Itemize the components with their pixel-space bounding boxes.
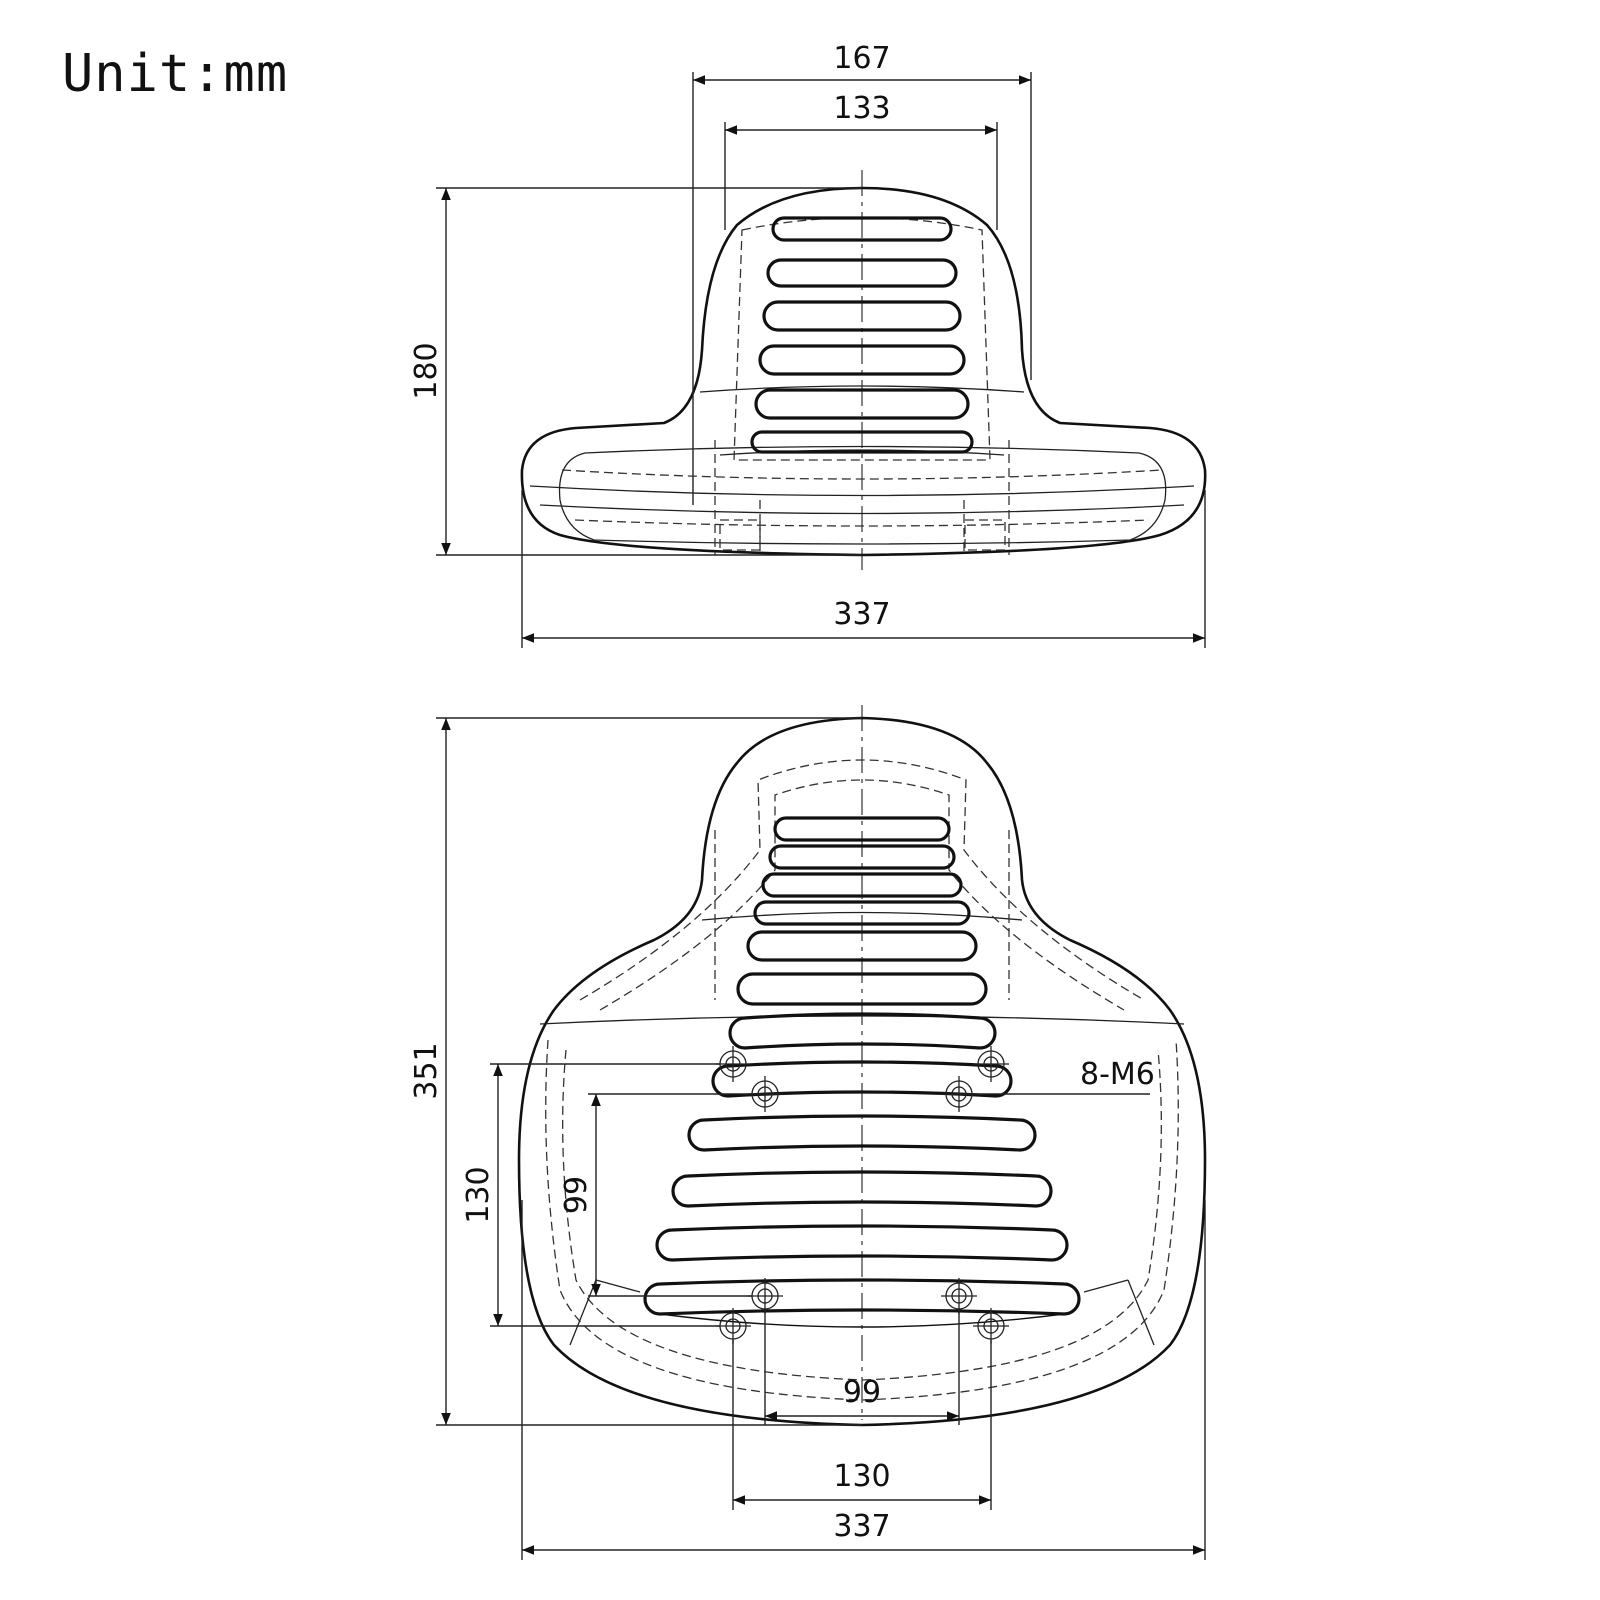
dim-base-width-top: 337 — [833, 597, 890, 632]
dim-base-width-front: 337 — [833, 1509, 890, 1544]
dim-hole-span-v-outer: 130 — [461, 1166, 496, 1223]
hole-callout: 8-M6 — [1080, 1057, 1155, 1092]
top-view-outline — [520, 186, 1207, 557]
dim-hole-span-h-inner: 99 — [843, 1375, 881, 1410]
dim-inner-width: 133 — [833, 91, 890, 126]
dim-front-height: 351 — [409, 1042, 444, 1099]
dim-height: 180 — [409, 342, 444, 399]
dim-overall-width: 167 — [833, 41, 890, 76]
front-slots — [643, 816, 1081, 1328]
dim-hole-span-v-inner: 99 — [559, 1176, 594, 1214]
top-view: 167 133 180 337 — [409, 41, 1207, 648]
top-slots — [750, 216, 974, 454]
front-view-outline — [517, 716, 1207, 1427]
dim-hole-span-h-outer: 130 — [833, 1459, 890, 1494]
unit-label: Unit:mm — [62, 44, 289, 104]
front-view: 8-M6 351 130 99 99 130 337 — [409, 705, 1207, 1560]
